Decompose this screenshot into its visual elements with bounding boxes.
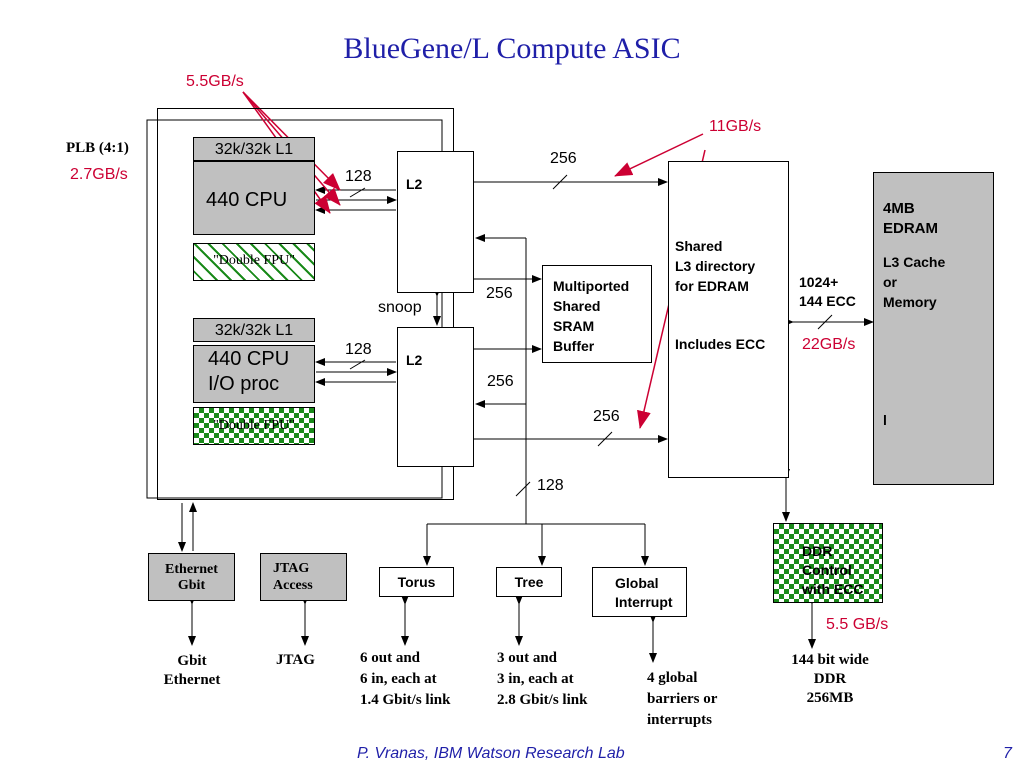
cpu2-core-label-1: 440 CPU xyxy=(208,348,290,370)
width-256-mid: 256 xyxy=(487,373,514,390)
torus-caption-1: 6 out and xyxy=(360,650,421,666)
rate-5-5-label: 5.5GB/s xyxy=(186,73,244,90)
sram-line-3: SRAM xyxy=(553,318,595,334)
jtag-block: JTAG Access xyxy=(260,553,347,601)
jtag-line-1: JTAG xyxy=(273,561,310,576)
rate-ddr-label: 5.5 GB/s xyxy=(826,616,889,633)
edram-title-1: 4MB xyxy=(883,200,915,217)
l2-cache-bottom: L2 xyxy=(397,327,474,467)
global-line-1: Global xyxy=(615,575,659,591)
torus-label: Torus xyxy=(397,574,436,590)
edram-sub-3: Memory xyxy=(883,294,937,310)
tree-caption-2: 3 in, each at xyxy=(497,671,574,687)
ddr-line-3: with ECC xyxy=(802,581,864,597)
sram-line-2: Shared xyxy=(553,298,601,314)
torus-caption: 6 out and 6 in, each at 1.4 Gbit/s link xyxy=(360,648,450,711)
cpu2-l1-cache: 32k/32k L1 xyxy=(193,318,315,342)
cpu1-l1-cache: 32k/32k L1 xyxy=(193,137,315,161)
edram-sub-2: or xyxy=(883,274,897,290)
l2-bottom-label: L2 xyxy=(406,352,423,368)
width-256-top: 256 xyxy=(550,150,577,167)
cpu1-core-label: 440 CPU xyxy=(206,189,288,211)
edram-sub-1: L3 Cache xyxy=(883,254,946,270)
tree-label: Tree xyxy=(514,574,544,590)
l3dir-ecc: Includes ECC xyxy=(675,336,766,352)
ddr-line-1: DDR xyxy=(802,543,833,559)
cpu2-fpu-label: "Double FPU" xyxy=(213,418,295,433)
global-caption: 4 global barriers or interrupts xyxy=(647,668,717,731)
edram-title-2: EDRAM xyxy=(883,220,938,237)
ddr-controller: DDR Control with ECC xyxy=(773,523,883,603)
global-caption-3: interrupts xyxy=(647,712,712,728)
global-caption-2: barriers or xyxy=(647,691,718,707)
l3dir-line-2: L3 directory xyxy=(675,258,756,274)
edram-mark: l xyxy=(883,412,887,428)
global-interrupt-block: Global Interrupt xyxy=(592,567,687,617)
rate-22-label: 22GB/s xyxy=(802,336,856,353)
width-128-bus: 128 xyxy=(537,477,564,494)
torus-caption-2: 6 in, each at xyxy=(360,671,437,687)
ethernet-caption-2: Ethernet xyxy=(163,672,221,688)
l3dir-line-1: Shared xyxy=(675,238,723,254)
sram-line-1: Multiported xyxy=(553,278,630,294)
cpu1-core: 440 CPU xyxy=(193,161,315,235)
global-line-2: Interrupt xyxy=(615,594,673,610)
snoop-label: snoop xyxy=(378,299,422,316)
cpu1-l1-label: 32k/32k L1 xyxy=(214,141,294,158)
tree-block: Tree xyxy=(496,567,562,597)
ddr-caption-2: DDR xyxy=(813,671,847,687)
page-title: BlueGene/L Compute ASIC xyxy=(343,32,681,65)
cpu1-fpu-label: "Double FPU" xyxy=(213,253,295,268)
torus-caption-3: 1.4 Gbit/s link xyxy=(360,692,451,708)
l2-cache-top: L2 xyxy=(397,151,474,293)
cpu2-core: 440 CPU I/O proc xyxy=(193,345,315,403)
plb-frame xyxy=(157,108,454,500)
rate-11-label: 11GB/s xyxy=(709,118,762,135)
l3dir-line-3: for EDRAM xyxy=(675,278,749,294)
edram-block: 4MB EDRAM L3 Cache or Memory l xyxy=(873,172,994,485)
tree-caption: 3 out and 3 in, each at 2.8 Gbit/s link xyxy=(497,648,587,711)
l3-directory: Shared L3 directory for EDRAM Includes E… xyxy=(668,161,789,478)
width-128-bottom: 128 xyxy=(345,341,372,358)
l2-top-label: L2 xyxy=(406,176,423,192)
global-caption-1: 4 global xyxy=(647,670,698,686)
ethernet-caption-1: Gbit xyxy=(177,653,207,669)
cpu1-double-fpu: "Double FPU" xyxy=(193,243,315,281)
footer-credit: P. Vranas, IBM Watson Research Lab xyxy=(357,745,625,762)
plb-label: PLB (4:1) xyxy=(66,140,129,156)
ethernet-line-2: Gbit xyxy=(177,578,206,593)
width-256-low: 256 xyxy=(593,408,620,425)
width-128-top: 128 xyxy=(345,168,372,185)
torus-block: Torus xyxy=(379,567,454,597)
ddr-caption: 144 bit wide DDR 256MB xyxy=(775,651,885,708)
tree-caption-3: 2.8 Gbit/s link xyxy=(497,692,588,708)
tree-caption-1: 3 out and xyxy=(497,650,558,666)
jtag-caption: JTAG xyxy=(276,652,315,668)
cpu2-core-label-2: I/O proc xyxy=(208,373,280,395)
jtag-line-2: Access xyxy=(273,578,313,593)
ethernet-line-1: Ethernet xyxy=(165,562,218,577)
plb-rate-label: 2.7GB/s xyxy=(70,166,128,183)
cpu2-double-fpu: "Double FPU" xyxy=(193,407,315,445)
ddr-caption-3: 256MB xyxy=(806,690,854,706)
width-1024-line-1: 1024+ xyxy=(799,274,839,290)
sram-buffer: Multiported Shared SRAM Buffer xyxy=(542,265,652,363)
cpu2-l1-label: 32k/32k L1 xyxy=(214,322,294,339)
ethernet-caption: Gbit Ethernet xyxy=(148,652,236,690)
ddr-caption-1: 144 bit wide xyxy=(791,652,869,668)
ethernet-block: Ethernet Gbit xyxy=(148,553,235,601)
width-256-sram: 256 xyxy=(486,285,513,302)
sram-line-4: Buffer xyxy=(553,338,595,354)
page-number: 7 xyxy=(1003,745,1012,762)
ddr-line-2: Control xyxy=(802,562,852,578)
width-1024-line-2: 144 ECC xyxy=(799,293,856,309)
